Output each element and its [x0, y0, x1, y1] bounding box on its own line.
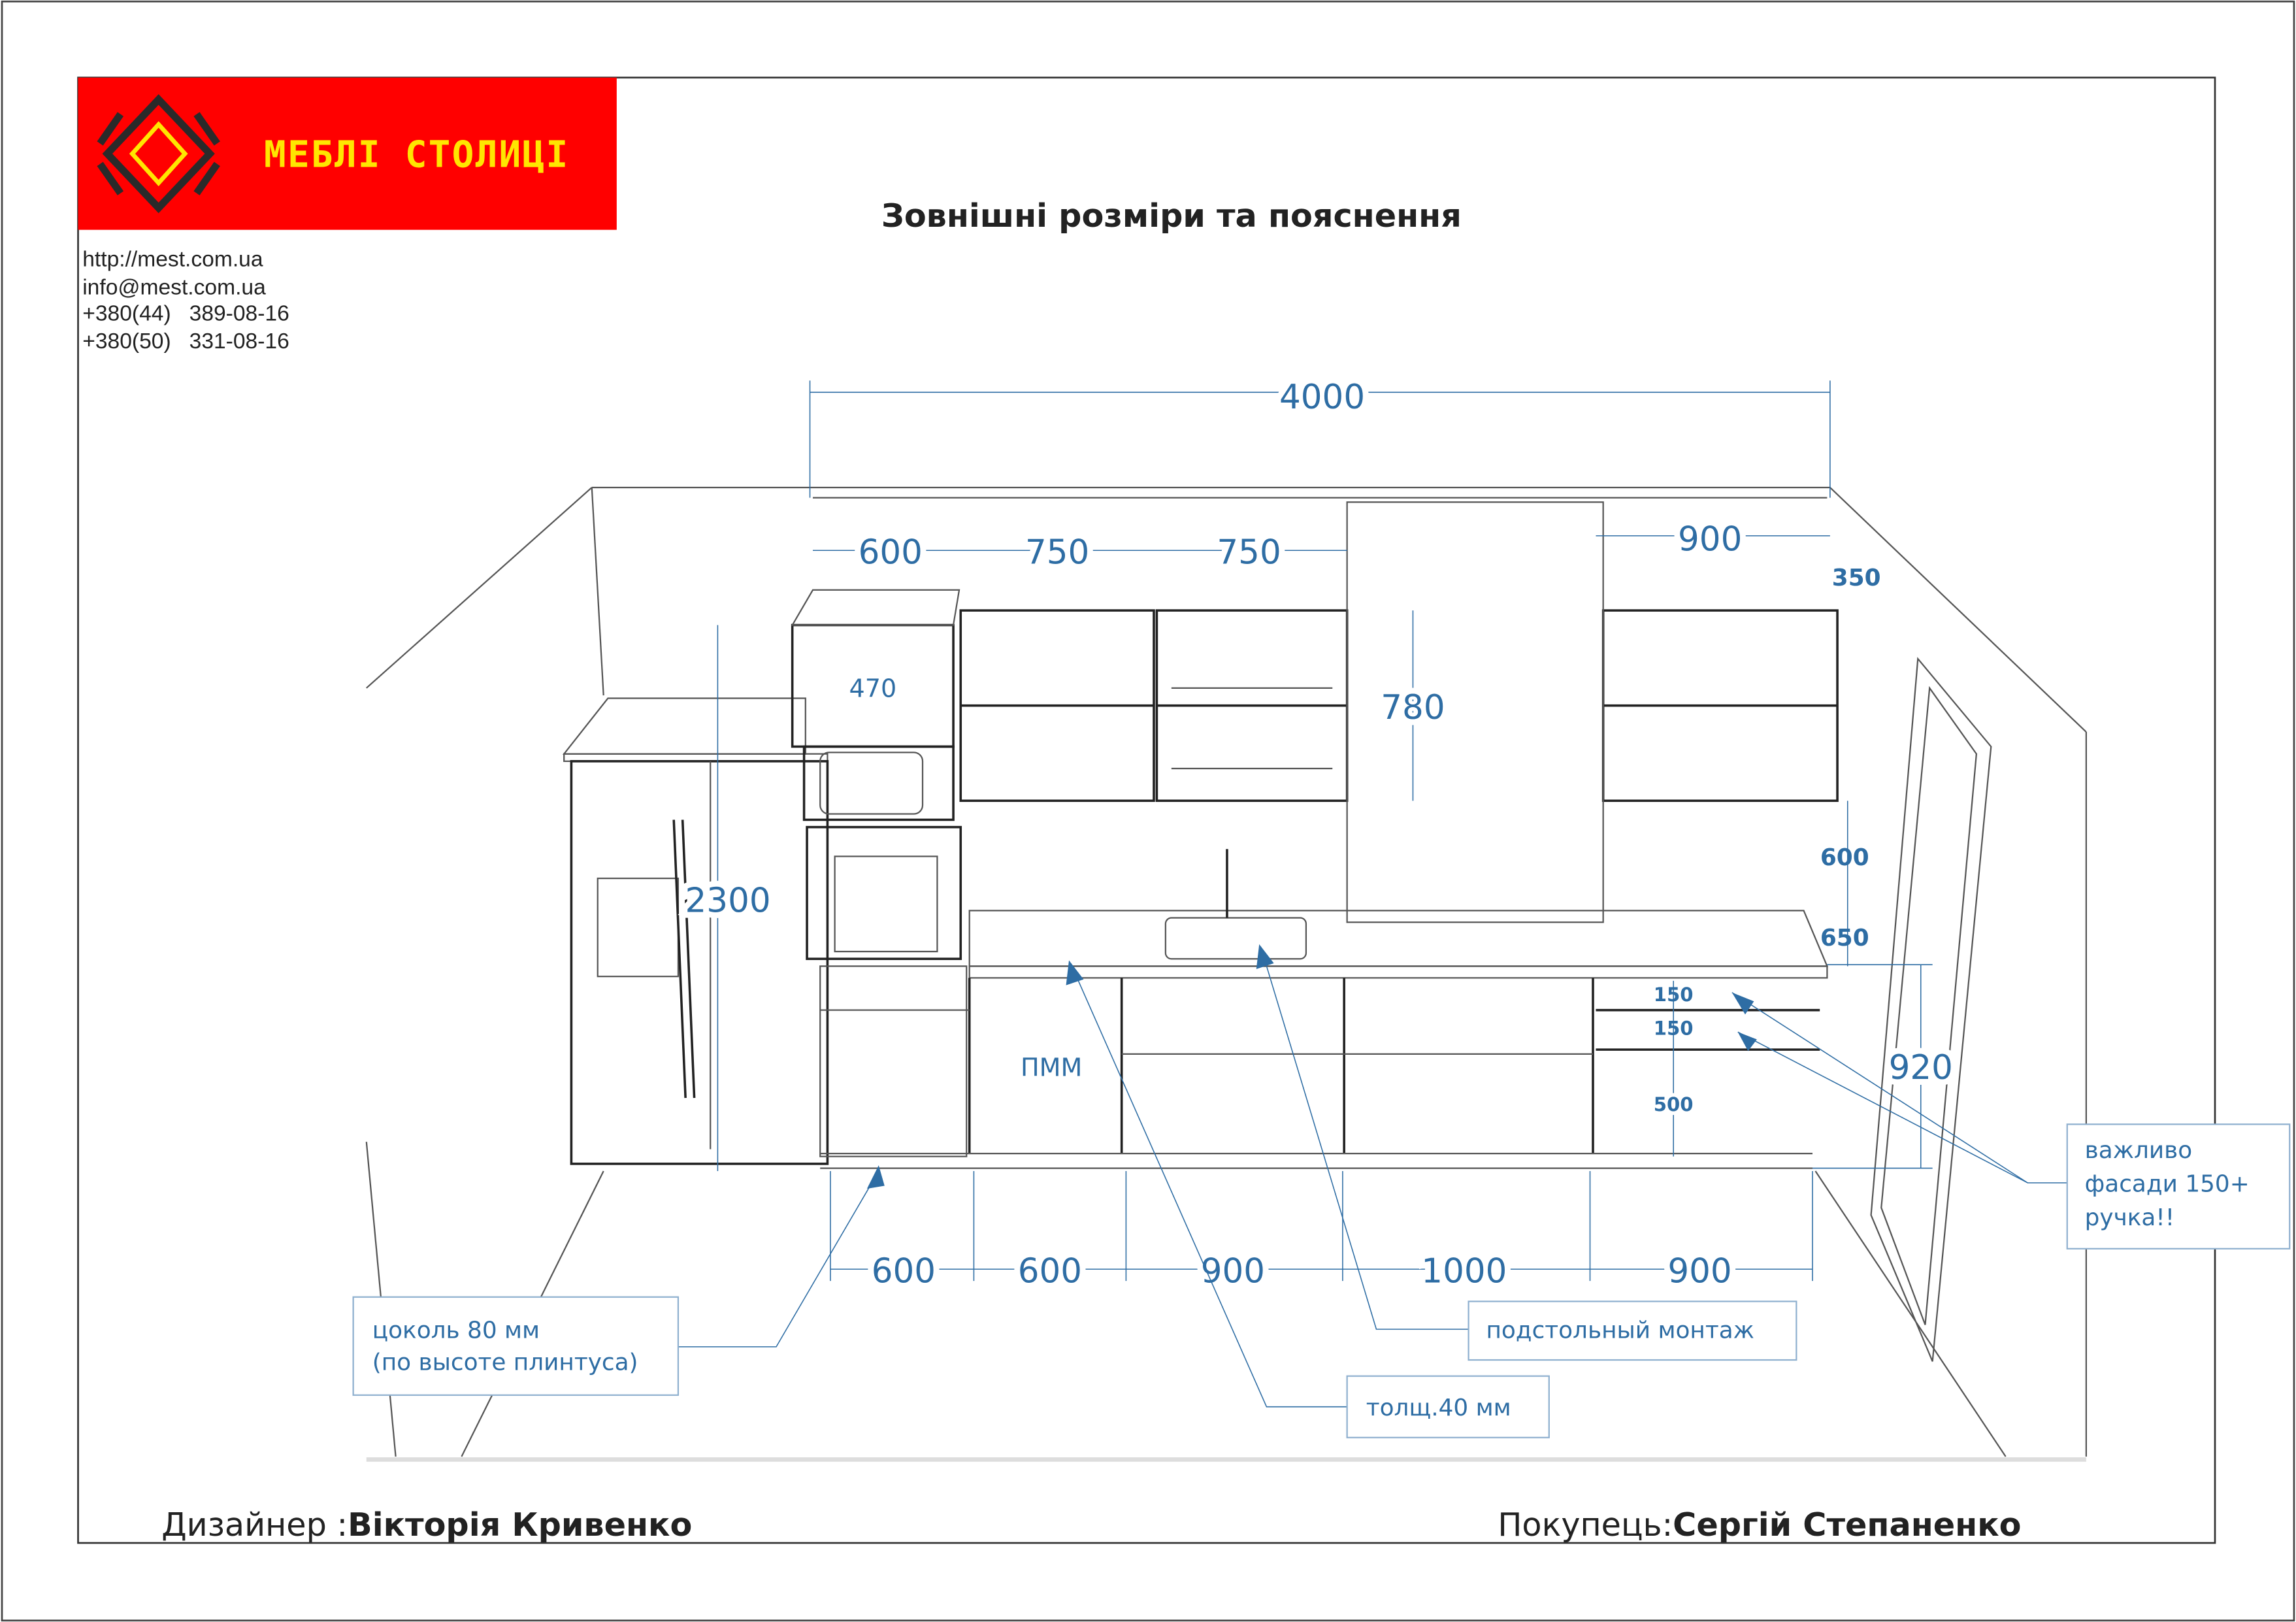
dim-upper-4: 900 [1678, 520, 1742, 559]
dim-total-height: 2300 [685, 882, 771, 921]
inner-frame [77, 76, 2216, 1544]
dim-drawer-3: 500 [1654, 1093, 1694, 1116]
page-title: Зовнішні розміри та пояснення [881, 197, 1462, 235]
client-label: Покупець: [1498, 1506, 1673, 1544]
dim-total-width: 4000 [1279, 378, 1365, 417]
contact-phone-1: +380(44) 389-08-16 [82, 302, 289, 326]
note-plinth: цоколь 80 мм (по высоте плинтуса) [352, 1296, 680, 1396]
dim-counter-height: 650 [1820, 925, 1869, 952]
room-walls [365, 486, 2088, 1462]
dim-lower-1: 600 [872, 1251, 936, 1291]
dim-lower-3: 900 [1201, 1251, 1265, 1291]
designer-credit: Дизайнер :Вікторія Кривенко [161, 1506, 692, 1544]
upper-cabinets [813, 497, 1839, 923]
base-cabinets [820, 849, 1829, 1169]
brand-name: МЕБЛІ СТОЛИЦІ [264, 133, 569, 176]
tall-column [791, 589, 968, 1157]
dim-upper-1: 600 [859, 533, 923, 572]
client-name: Сергій Степаненко [1673, 1506, 2021, 1544]
dim-backsplash: 600 [1820, 844, 1869, 871]
designer-name: Вікторія Кривенко [348, 1506, 692, 1544]
note-countertop-text: толщ.40 мм [1366, 1395, 1511, 1421]
contact-phone-2: +380(50) 331-08-16 [82, 329, 289, 354]
note-plinth-line-1: цоколь 80 мм [372, 1317, 540, 1344]
logo-diamond-icon [97, 94, 220, 214]
dim-upper-depth: 350 [1832, 565, 1881, 591]
leader-lines [678, 944, 2067, 1408]
dim-drawer-2: 150 [1654, 1018, 1694, 1040]
dim-lower-4: 1000 [1421, 1251, 1507, 1291]
dim-drawer-1: 150 [1654, 984, 1694, 1006]
note-sink-text: подстольный монтаж [1486, 1317, 1754, 1344]
note-important-line-3: ручка!! [2085, 1204, 2174, 1231]
designer-label: Дизайнер : [161, 1506, 348, 1544]
dim-micro-niche: 470 [849, 674, 897, 703]
dim-base-height: 920 [1889, 1048, 1953, 1087]
dim-upper-height: 780 [1381, 688, 1445, 727]
dim-upper-3: 750 [1217, 533, 1281, 572]
note-sink: подстольный монтаж [1468, 1300, 1797, 1361]
note-important-line-1: важливо [2085, 1137, 2193, 1164]
brand-logo: МЕБЛІ СТОЛИЦІ [78, 77, 617, 230]
note-countertop: толщ.40 мм [1346, 1375, 1550, 1438]
note-plinth-line-2: (по высоте плинтуса) [372, 1349, 638, 1376]
note-important-line-2: фасади 150+ [2085, 1170, 2250, 1197]
dim-lower-2: 600 [1018, 1251, 1082, 1291]
dimension-lines [717, 380, 1933, 1282]
dim-lower-5: 900 [1667, 1251, 1731, 1291]
contact-website[interactable]: http://mest.com.ua [82, 248, 263, 272]
door [1870, 657, 1992, 1362]
note-important: важливо фасади 150+ ручка!! [2066, 1123, 2291, 1250]
dim-upper-2: 750 [1025, 533, 1089, 572]
dishwasher-label: ПММ [1021, 1053, 1082, 1082]
fridge [562, 697, 829, 1165]
client-credit: Покупець:Сергій Степаненко [1498, 1506, 2021, 1544]
contact-email[interactable]: info@mest.com.ua [82, 275, 266, 299]
